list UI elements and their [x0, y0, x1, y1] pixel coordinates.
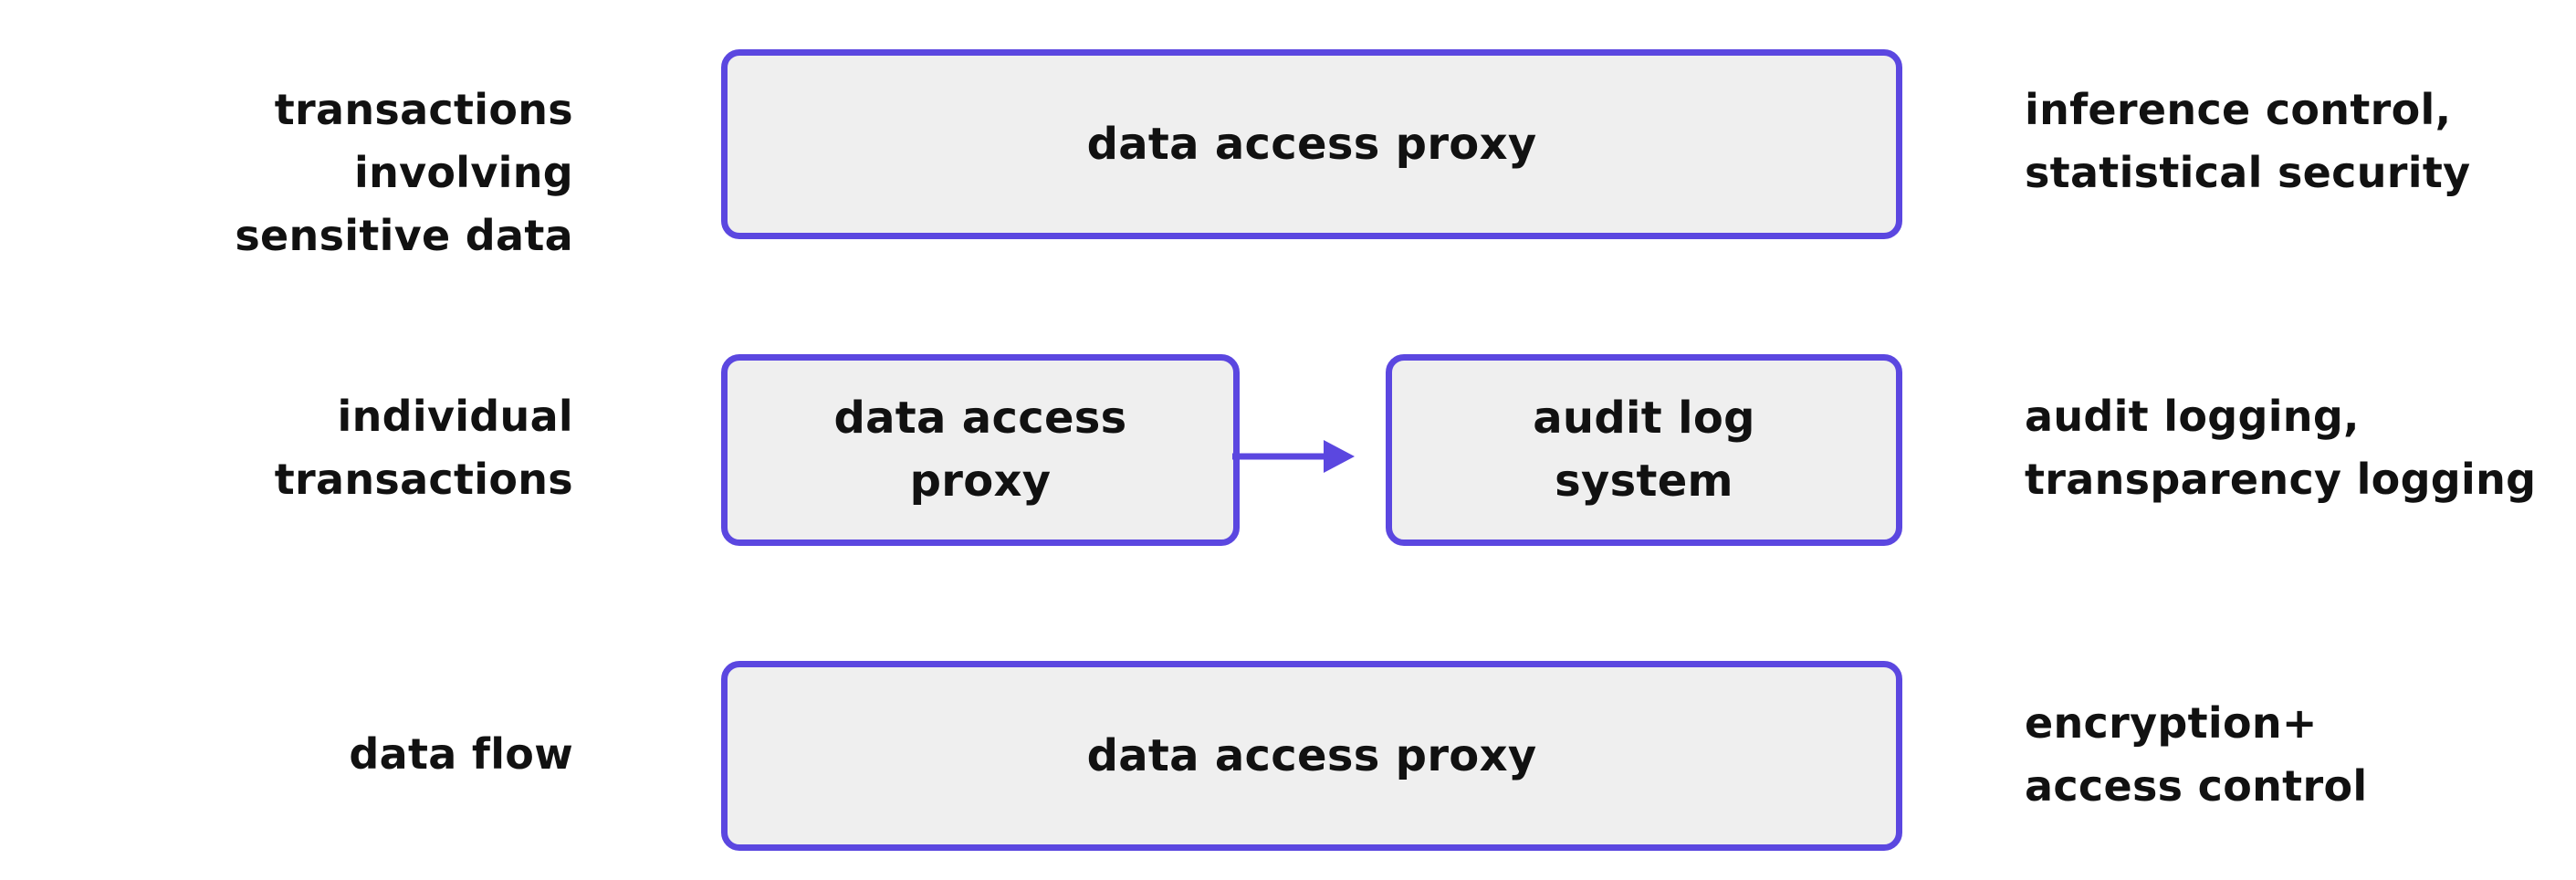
row-2-right-label: audit logging, transparency logging	[2025, 385, 2536, 511]
row-2-box-2-label-line-1: audit log	[1533, 393, 1755, 444]
row-2-audit-log-system-box: audit log system	[1386, 354, 1902, 546]
row-3-right-label-line-1: encryption+	[2025, 698, 2318, 748]
arrowhead-icon	[1324, 440, 1355, 473]
row-3-left-label: data flow	[62, 723, 573, 786]
row-2-left-label-line-1: individual	[337, 392, 573, 441]
row-1-data-access-proxy-box: data access proxy	[721, 49, 1902, 239]
row-3-right-label-line-2: access control	[2025, 761, 2368, 811]
row-2-box-1-label-line-2: proxy	[909, 456, 1052, 507]
row-3-data-access-proxy-box: data access proxy	[721, 661, 1902, 851]
row-1-box-label: data access proxy	[1086, 118, 1537, 170]
row-2-left-label: individual transactions	[62, 385, 573, 511]
row-2-right-label-line-2: transparency logging	[2025, 455, 2537, 504]
row-3-left-label-line-1: data flow	[349, 729, 573, 779]
row-2-box-2-label-line-2: system	[1555, 456, 1733, 507]
arrow-proxy-to-audit-log	[1232, 440, 1355, 473]
row-2-right-label-line-1: audit logging,	[2025, 392, 2360, 441]
row-1-left-label: transactions involving sensitive data	[62, 79, 573, 267]
row-1-right-label-line-2: statistical security	[2025, 148, 2471, 197]
row-1-left-label-line-2: sensitive data	[235, 211, 573, 260]
row-1-left-label-line-1: transactions involving	[274, 85, 573, 197]
row-1-right-label: inference control, statistical security	[2025, 79, 2470, 204]
row-2-data-access-proxy-box: data access proxy	[721, 354, 1240, 546]
row-3-right-label: encryption+ access control	[2025, 692, 2367, 818]
row-3-box-label: data access proxy	[1086, 729, 1537, 781]
row-2-box-1-label-line-1: data access	[833, 393, 1127, 444]
row-2-left-label-line-2: transactions	[274, 455, 573, 504]
row-1-right-label-line-1: inference control,	[2025, 85, 2452, 134]
